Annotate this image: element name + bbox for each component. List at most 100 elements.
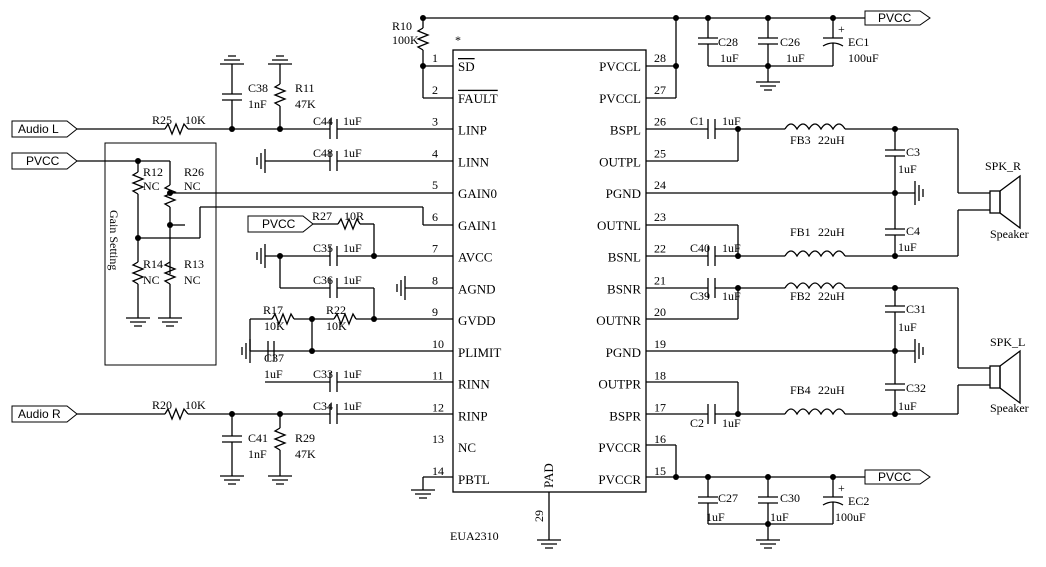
ic-pin-label: OUTPR bbox=[598, 377, 641, 392]
c35-value: 1uF bbox=[343, 241, 362, 255]
pvcc-avcc-label: PVCC bbox=[262, 217, 296, 231]
ec1-value: 100uF bbox=[848, 51, 879, 65]
r10-value: 100K bbox=[392, 33, 419, 47]
fb4-ref: FB4 bbox=[790, 383, 811, 397]
ic-pin-label: PVCCR bbox=[598, 440, 641, 455]
ic-pin-label: PBTL bbox=[458, 472, 490, 487]
pvcc-bottom-port bbox=[864, 469, 931, 485]
ic-pin-number: 11 bbox=[432, 369, 444, 383]
ground-icon bbox=[895, 181, 924, 205]
c31-value: 1uF bbox=[898, 320, 917, 334]
fb1-inductor bbox=[784, 250, 846, 258]
c40-value: 1uF bbox=[722, 241, 741, 255]
ec2-ref: EC2 bbox=[848, 494, 869, 508]
ec1-plus: + bbox=[838, 22, 845, 36]
ground-icon bbox=[268, 55, 292, 72]
pvcc-top-port bbox=[864, 10, 931, 26]
ic-pin-number: 7 bbox=[432, 242, 438, 256]
c2-ref: C2 bbox=[690, 416, 704, 430]
ground-icon bbox=[158, 317, 182, 327]
audio-l-port bbox=[11, 120, 78, 138]
r25-ref: R25 bbox=[152, 113, 172, 127]
ground-icon bbox=[756, 81, 780, 91]
ic-pin-label: BSNL bbox=[608, 250, 641, 265]
ic-pin-label: PVCCL bbox=[599, 91, 641, 106]
r12-resistor bbox=[131, 171, 145, 195]
r26-value: NC bbox=[184, 179, 201, 193]
ic-pin-number: 17 bbox=[654, 400, 666, 414]
c48-ref: C48 bbox=[313, 146, 333, 160]
r13-value: NC bbox=[184, 273, 201, 287]
c27-ref: C27 bbox=[718, 491, 738, 505]
ic-pin-number: 16 bbox=[654, 432, 666, 446]
spk-r-ref: SPK_R bbox=[985, 159, 1021, 173]
r20-ref: R20 bbox=[152, 398, 172, 412]
r14-value: NC bbox=[143, 273, 160, 287]
ground-icon bbox=[256, 244, 266, 268]
c27-value: 1uF bbox=[706, 510, 725, 524]
ic-pin-number: 15 bbox=[654, 464, 666, 478]
ic-pin-label: BSPR bbox=[609, 408, 641, 423]
r12-ref: R12 bbox=[143, 165, 163, 179]
c2-value: 1uF bbox=[722, 416, 741, 430]
ic-pin-number: 6 bbox=[432, 210, 438, 224]
c26-value: 1uF bbox=[786, 51, 805, 65]
ic-pin-number: 19 bbox=[654, 337, 666, 351]
c39-ref: C39 bbox=[690, 289, 710, 303]
top-pvcc-network: PVCC R10 100K C28 1uF C26 1uF + EC1 bbox=[392, 10, 931, 99]
ic-pin-label: BSNR bbox=[607, 281, 641, 296]
r17-value: 10K bbox=[264, 319, 285, 333]
r25-value: 10K bbox=[185, 113, 206, 127]
ground-icon bbox=[396, 276, 406, 300]
fb1-value: 22uH bbox=[818, 225, 845, 239]
c33-value: 1uF bbox=[343, 367, 362, 381]
ic-pin-number: 1 bbox=[432, 51, 438, 65]
audio-r-label: Audio R bbox=[18, 407, 61, 421]
ec2-plus: + bbox=[838, 481, 845, 495]
r10-ref: R10 bbox=[392, 19, 412, 33]
ic-pin-number: 9 bbox=[432, 305, 438, 319]
c3-value: 1uF bbox=[898, 162, 917, 176]
audio-r-port bbox=[11, 405, 78, 423]
c30-ref: C30 bbox=[780, 491, 800, 505]
fb4-value: 22uH bbox=[818, 383, 845, 397]
ground-icon bbox=[895, 339, 924, 363]
r25-resistor bbox=[164, 122, 189, 136]
ic-pin-number: 5 bbox=[432, 178, 438, 192]
ic-pin-label: OUTNL bbox=[597, 218, 641, 233]
ic-pin-label: RINN bbox=[458, 377, 490, 392]
fb3-inductor bbox=[784, 123, 846, 131]
spk-r-label: Speaker bbox=[990, 227, 1029, 241]
pvcc-left-label: PVCC bbox=[26, 154, 60, 168]
r11-value: 47K bbox=[295, 97, 316, 111]
r27-ref: R27 bbox=[312, 209, 332, 223]
ic-part-number: EUA2310 bbox=[450, 529, 499, 543]
c3-ref: C3 bbox=[906, 145, 920, 159]
ic-pin-label: LINN bbox=[458, 154, 490, 169]
spk-l-label: Speaker bbox=[990, 401, 1029, 415]
gain-setting-network: Gain Setting PVCC R12 NC R26 NC R14 NC bbox=[11, 142, 453, 366]
ic-pin-number: 13 bbox=[432, 432, 444, 446]
ic-pin-label: BSPL bbox=[610, 123, 641, 138]
pvcc-top-label: PVCC bbox=[878, 11, 912, 25]
fb2-inductor bbox=[784, 282, 846, 290]
ic-pin-number: 12 bbox=[432, 400, 444, 414]
ic-pin-number: 14 bbox=[432, 464, 444, 478]
ic-pin-label: GAIN0 bbox=[458, 186, 497, 201]
r26-ref: R26 bbox=[184, 165, 204, 179]
ic-pin-number: 22 bbox=[654, 242, 666, 256]
ic-pin-label: OUTPL bbox=[599, 154, 641, 169]
r17-resistor bbox=[271, 312, 295, 326]
c34-ref: C34 bbox=[313, 399, 333, 413]
ic-pin-number: 10 bbox=[432, 337, 444, 351]
r27-resistor bbox=[337, 217, 361, 231]
ground-icon bbox=[256, 149, 266, 173]
r11-resistor bbox=[273, 83, 287, 107]
ic-pin-label: LINP bbox=[458, 123, 487, 138]
r12-value: NC bbox=[143, 179, 160, 193]
ic-pin-label: PGND bbox=[606, 186, 641, 201]
ic-pin-number: 20 bbox=[654, 305, 666, 319]
c48-value: 1uF bbox=[343, 146, 362, 160]
r22-resistor bbox=[333, 312, 357, 326]
